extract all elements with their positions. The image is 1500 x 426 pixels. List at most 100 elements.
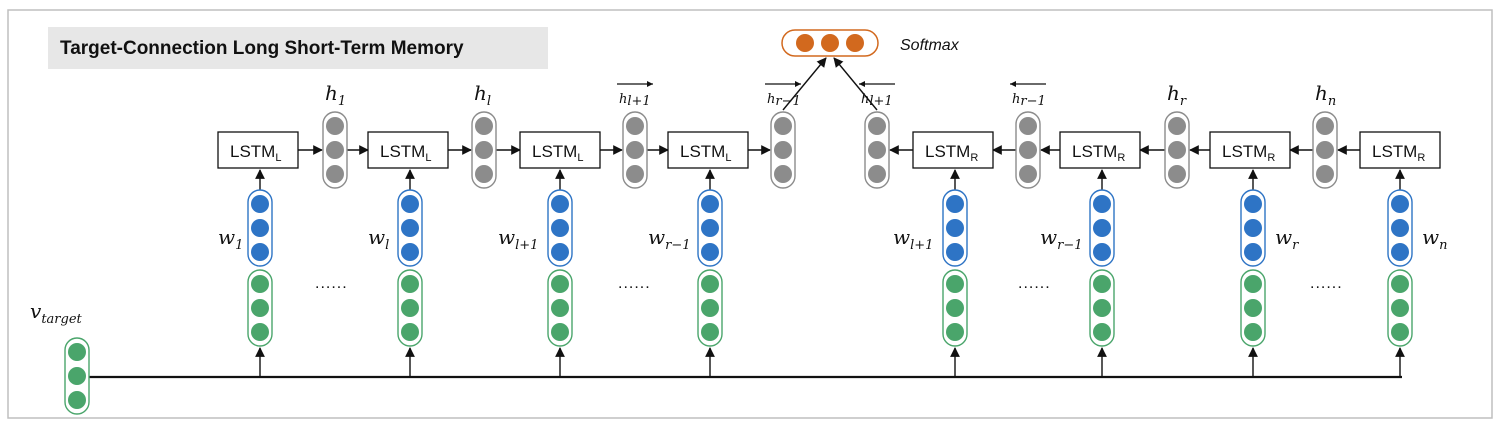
hidden-state-vector bbox=[864, 111, 890, 189]
vector-unit bbox=[551, 275, 569, 293]
vector-unit bbox=[1244, 323, 1262, 341]
vector-unit bbox=[68, 343, 86, 361]
vector-unit bbox=[326, 117, 344, 135]
ellipsis-right-1: ...... bbox=[1018, 275, 1051, 292]
target-embedding-vector bbox=[942, 269, 968, 347]
arrowhead-icon bbox=[795, 81, 801, 87]
target-vector-label: vtarget bbox=[30, 299, 83, 327]
ellipsis-left-1: ...... bbox=[315, 275, 348, 292]
vector-unit bbox=[551, 323, 569, 341]
vector-unit bbox=[251, 195, 269, 213]
vector-unit bbox=[401, 323, 419, 341]
vector-unit bbox=[701, 219, 719, 237]
lstm-left-cell: LSTML bbox=[519, 131, 601, 169]
vector-unit bbox=[774, 165, 792, 183]
vector-unit bbox=[1391, 323, 1409, 341]
lstm-right-cell: LSTMR bbox=[912, 131, 994, 169]
word-embedding-vector bbox=[1387, 189, 1413, 267]
vector-unit bbox=[475, 117, 493, 135]
hidden-state-vector bbox=[471, 111, 497, 189]
diagram-title: Target-Connection Long Short-Term Memory bbox=[60, 38, 464, 59]
hidden-state-label: hl+1 bbox=[619, 92, 651, 109]
hidden-state-vector bbox=[322, 111, 348, 189]
vector-unit bbox=[326, 165, 344, 183]
vector-unit bbox=[1093, 219, 1111, 237]
vector-unit bbox=[1093, 195, 1111, 213]
hidden-state-label: hr−1 bbox=[1012, 92, 1046, 109]
vector-unit bbox=[1244, 195, 1262, 213]
target-embedding-vector bbox=[397, 269, 423, 347]
vector-unit bbox=[1168, 117, 1186, 135]
word-label: wr−1 bbox=[1040, 225, 1083, 253]
hidden-state-vector bbox=[1312, 111, 1338, 189]
vector-unit bbox=[68, 367, 86, 385]
vector-unit bbox=[1019, 141, 1037, 159]
vector-unit bbox=[701, 243, 719, 261]
lstm-box bbox=[1059, 131, 1141, 169]
lstm-left-cell: LSTML bbox=[667, 131, 749, 169]
hidden-state-label: hr bbox=[1167, 81, 1187, 109]
vector-unit bbox=[1391, 299, 1409, 317]
vector-unit bbox=[1391, 195, 1409, 213]
lstm-left-cell: LSTML bbox=[217, 131, 299, 169]
vector-unit bbox=[1019, 117, 1037, 135]
softmax-unit bbox=[796, 34, 814, 52]
target-embedding-vector bbox=[1387, 269, 1413, 347]
lstm-label: LSTML bbox=[680, 142, 731, 164]
vector-unit bbox=[946, 195, 964, 213]
word-label: wl+1 bbox=[498, 225, 538, 253]
target-vector bbox=[64, 337, 90, 415]
softmax-unit bbox=[846, 34, 864, 52]
lstm-box bbox=[1209, 131, 1291, 169]
vector-unit bbox=[946, 243, 964, 261]
vector-unit bbox=[251, 323, 269, 341]
title-background bbox=[48, 27, 548, 69]
hidden-state-vector bbox=[622, 111, 648, 189]
vector-unit bbox=[701, 195, 719, 213]
vector-unit bbox=[401, 299, 419, 317]
softmax-unit bbox=[821, 34, 839, 52]
hidden-state-label: hr−1 bbox=[767, 92, 801, 109]
vector-unit bbox=[326, 141, 344, 159]
vector-unit bbox=[1316, 117, 1334, 135]
vector-unit bbox=[1093, 323, 1111, 341]
lstm-box bbox=[217, 131, 299, 169]
word-label: w1 bbox=[218, 225, 243, 253]
vector-unit bbox=[868, 141, 886, 159]
lstm-label: LSTMR bbox=[925, 142, 978, 164]
vector-unit bbox=[946, 299, 964, 317]
vector-unit bbox=[1244, 219, 1262, 237]
lstm-label: LSTML bbox=[532, 142, 583, 164]
lstm-left-cell: LSTML bbox=[367, 131, 449, 169]
vector-unit bbox=[1168, 141, 1186, 159]
softmax-input-line bbox=[833, 57, 878, 111]
lstm-label: LSTML bbox=[380, 142, 431, 164]
vector-unit bbox=[626, 117, 644, 135]
diagram-frame bbox=[7, 9, 1493, 419]
hidden-state-vector bbox=[1015, 111, 1041, 189]
vector-unit bbox=[626, 141, 644, 159]
vector-unit bbox=[626, 165, 644, 183]
vector-unit bbox=[551, 219, 569, 237]
softmax-label: Softmax bbox=[900, 37, 960, 54]
vector-unit bbox=[1244, 275, 1262, 293]
vector-unit bbox=[701, 323, 719, 341]
lstm-label: LSTMR bbox=[1072, 142, 1125, 164]
lstm-right-cell: LSTMR bbox=[1359, 131, 1441, 169]
vector-unit bbox=[868, 165, 886, 183]
vector-unit bbox=[251, 219, 269, 237]
lstm-label: LSTML bbox=[230, 142, 281, 164]
vector-unit bbox=[251, 275, 269, 293]
vector-unit bbox=[946, 275, 964, 293]
arrowhead-icon bbox=[859, 81, 865, 87]
word-embedding-vector bbox=[1089, 189, 1115, 267]
vector-unit bbox=[1093, 275, 1111, 293]
lstm-right-cell: LSTMR bbox=[1209, 131, 1291, 169]
target-embedding-vector bbox=[547, 269, 573, 347]
vector-unit bbox=[1316, 165, 1334, 183]
vector-unit bbox=[701, 275, 719, 293]
lstm-label: LSTMR bbox=[1372, 142, 1425, 164]
vector-unit bbox=[1168, 165, 1186, 183]
vector-unit bbox=[701, 299, 719, 317]
